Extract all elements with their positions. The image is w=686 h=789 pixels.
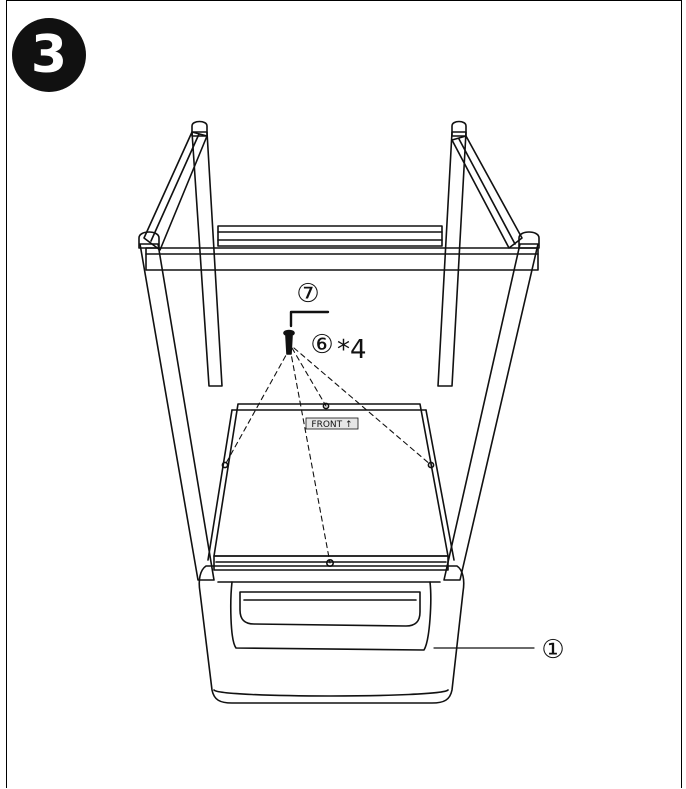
instruction-panel [6,0,682,788]
base-pedestal [198,565,465,704]
front-tag-box [305,417,359,430]
back-right-post [437,120,467,387]
screw-part [283,329,295,355]
screw-callout: ⑥ [310,330,333,360]
drawer-handle [230,581,432,651]
back-left-post [191,120,223,387]
front-left-post [138,231,215,581]
front-right-post [443,231,540,581]
back-rail [217,225,443,247]
hex-key-tool [289,310,330,328]
bottom-frame [207,403,455,571]
tool-callout: ⑦ [296,279,319,309]
step-number-badge: 3 [12,18,86,92]
screw-quantity: *4 [337,335,367,365]
screw-guide-lines [224,347,432,564]
base-callout: ① [541,635,564,665]
front-rail [145,247,539,271]
left-side-rail [143,131,208,251]
front-tag: FRONT ↑ [311,420,352,430]
